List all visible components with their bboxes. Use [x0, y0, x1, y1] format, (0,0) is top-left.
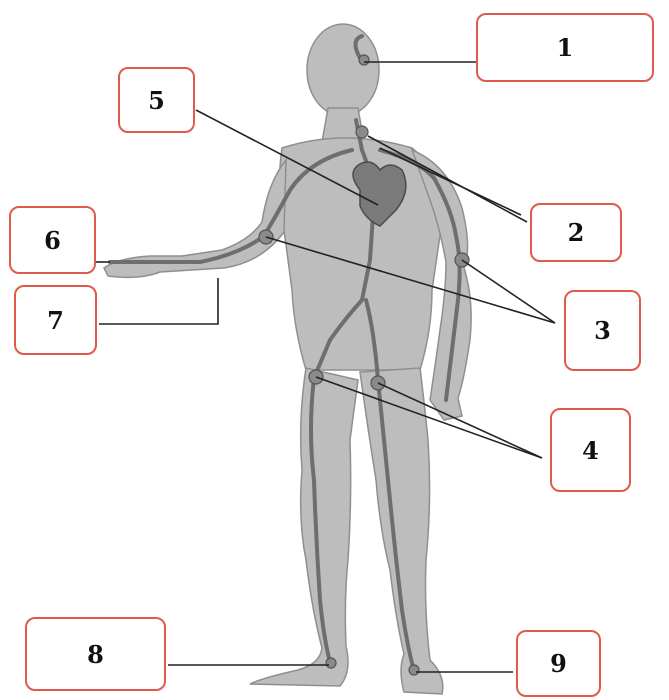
leader-line-7	[99, 278, 218, 324]
label-box-3: 3	[564, 290, 641, 371]
label-box-9: 9	[516, 630, 601, 697]
label-box-2: 2	[530, 203, 622, 262]
label-box-8: 8	[25, 617, 166, 691]
marker-ankle-right	[409, 665, 419, 675]
leader-line-3b	[462, 260, 555, 323]
label-box-6: 6	[9, 206, 96, 274]
marker-neck	[356, 126, 368, 138]
label-box-5: 5	[118, 67, 195, 133]
marker-temple	[359, 55, 369, 65]
marker-ankle-left	[326, 658, 336, 668]
label-box-4: 4	[550, 408, 631, 492]
label-box-1: 1	[476, 13, 654, 82]
label-box-7: 7	[14, 285, 97, 355]
